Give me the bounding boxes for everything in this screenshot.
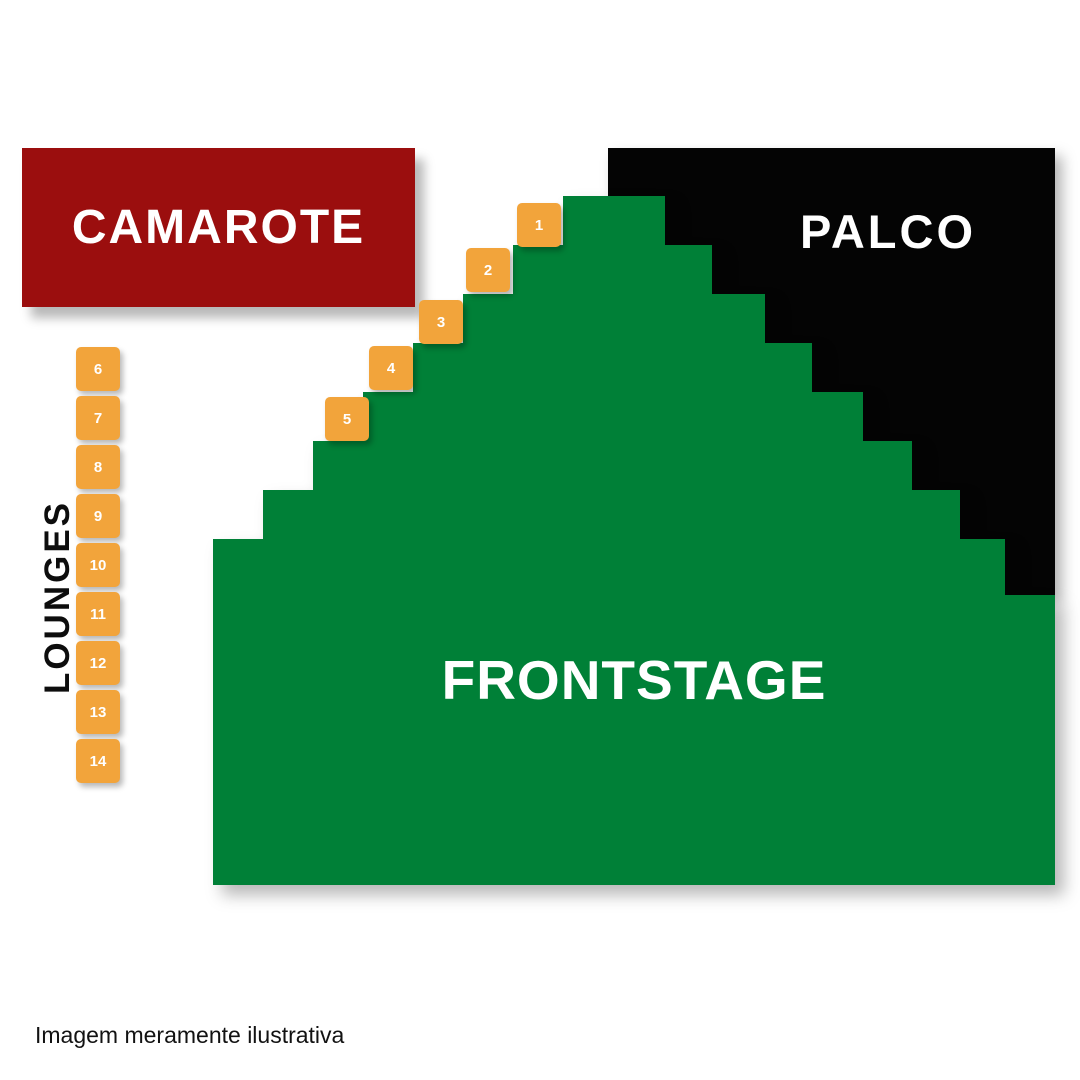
lounge-square-12[interactable]: 12 <box>76 641 120 685</box>
lounge-square-14[interactable]: 14 <box>76 739 120 783</box>
disclaimer-text: Imagem meramente ilustrativa <box>35 1022 345 1048</box>
zone-frontstage-shape[interactable] <box>213 196 1055 885</box>
lounge-square-7[interactable]: 7 <box>76 396 120 440</box>
zone-palco-label: PALCO <box>799 205 976 258</box>
zone-frontstage-label: FRONTSTAGE <box>441 649 827 711</box>
zone-camarote-label: CAMAROTE <box>71 201 366 254</box>
lounges-label: LOUNGES <box>38 499 77 695</box>
lounge-square-11[interactable]: 11 <box>76 592 120 636</box>
lounge-square-10[interactable]: 10 <box>76 543 120 587</box>
lounge-square-8[interactable]: 8 <box>76 445 120 489</box>
lounge-square-13[interactable]: 13 <box>76 690 120 734</box>
zone-camarote[interactable]: CAMAROTE <box>22 148 415 307</box>
lounge-square-9[interactable]: 9 <box>76 494 120 538</box>
zone-palco-shape[interactable] <box>608 148 1055 595</box>
zone-square-2[interactable]: 2 <box>466 248 510 292</box>
zone-square-1[interactable]: 1 <box>517 203 561 247</box>
zone-square-5[interactable]: 5 <box>325 397 369 441</box>
lounge-square-6[interactable]: 6 <box>76 347 120 391</box>
zone-square-4[interactable]: 4 <box>369 346 413 390</box>
zone-square-3[interactable]: 3 <box>419 300 463 344</box>
